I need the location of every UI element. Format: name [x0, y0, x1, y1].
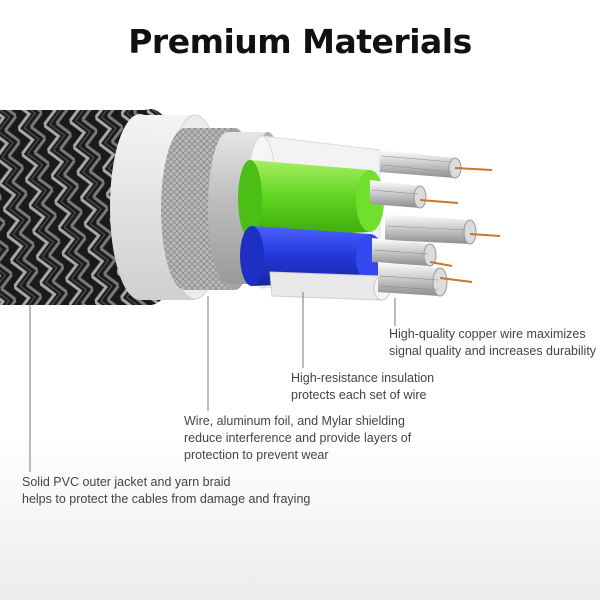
callout-copper-wire: High-quality copper wire maximizes signa…	[389, 326, 596, 360]
callout-line: protects each set of wire	[291, 388, 427, 402]
callout-line: Solid PVC outer jacket and yarn braid	[22, 475, 231, 489]
callout-leader-lines	[29, 292, 396, 472]
green-insulation	[238, 160, 384, 238]
callout-shielding: Wire, aluminum foil, and Mylar shielding…	[184, 413, 411, 464]
white-insulation	[269, 271, 391, 301]
callout-line: reduce interference and provide layers o…	[184, 431, 412, 445]
callout-line: protection to prevent wear	[184, 448, 329, 462]
wire-bundles	[370, 150, 501, 297]
callout-line: High-quality copper wire maximizes	[389, 327, 586, 341]
callout-line: High-resistance insulation	[291, 371, 435, 385]
background-fade	[0, 440, 600, 600]
callout-line: helps to protect the cables from damage …	[22, 492, 311, 506]
callout-outer-jacket: Solid PVC outer jacket and yarn braid he…	[22, 474, 310, 508]
callout-line: signal quality and increases durability	[389, 344, 597, 358]
callout-line: Wire, aluminum foil, and Mylar shielding	[184, 414, 405, 428]
callout-insulation: High-resistance insulation protects each…	[291, 370, 434, 404]
page-title: Premium Materials	[128, 22, 472, 61]
